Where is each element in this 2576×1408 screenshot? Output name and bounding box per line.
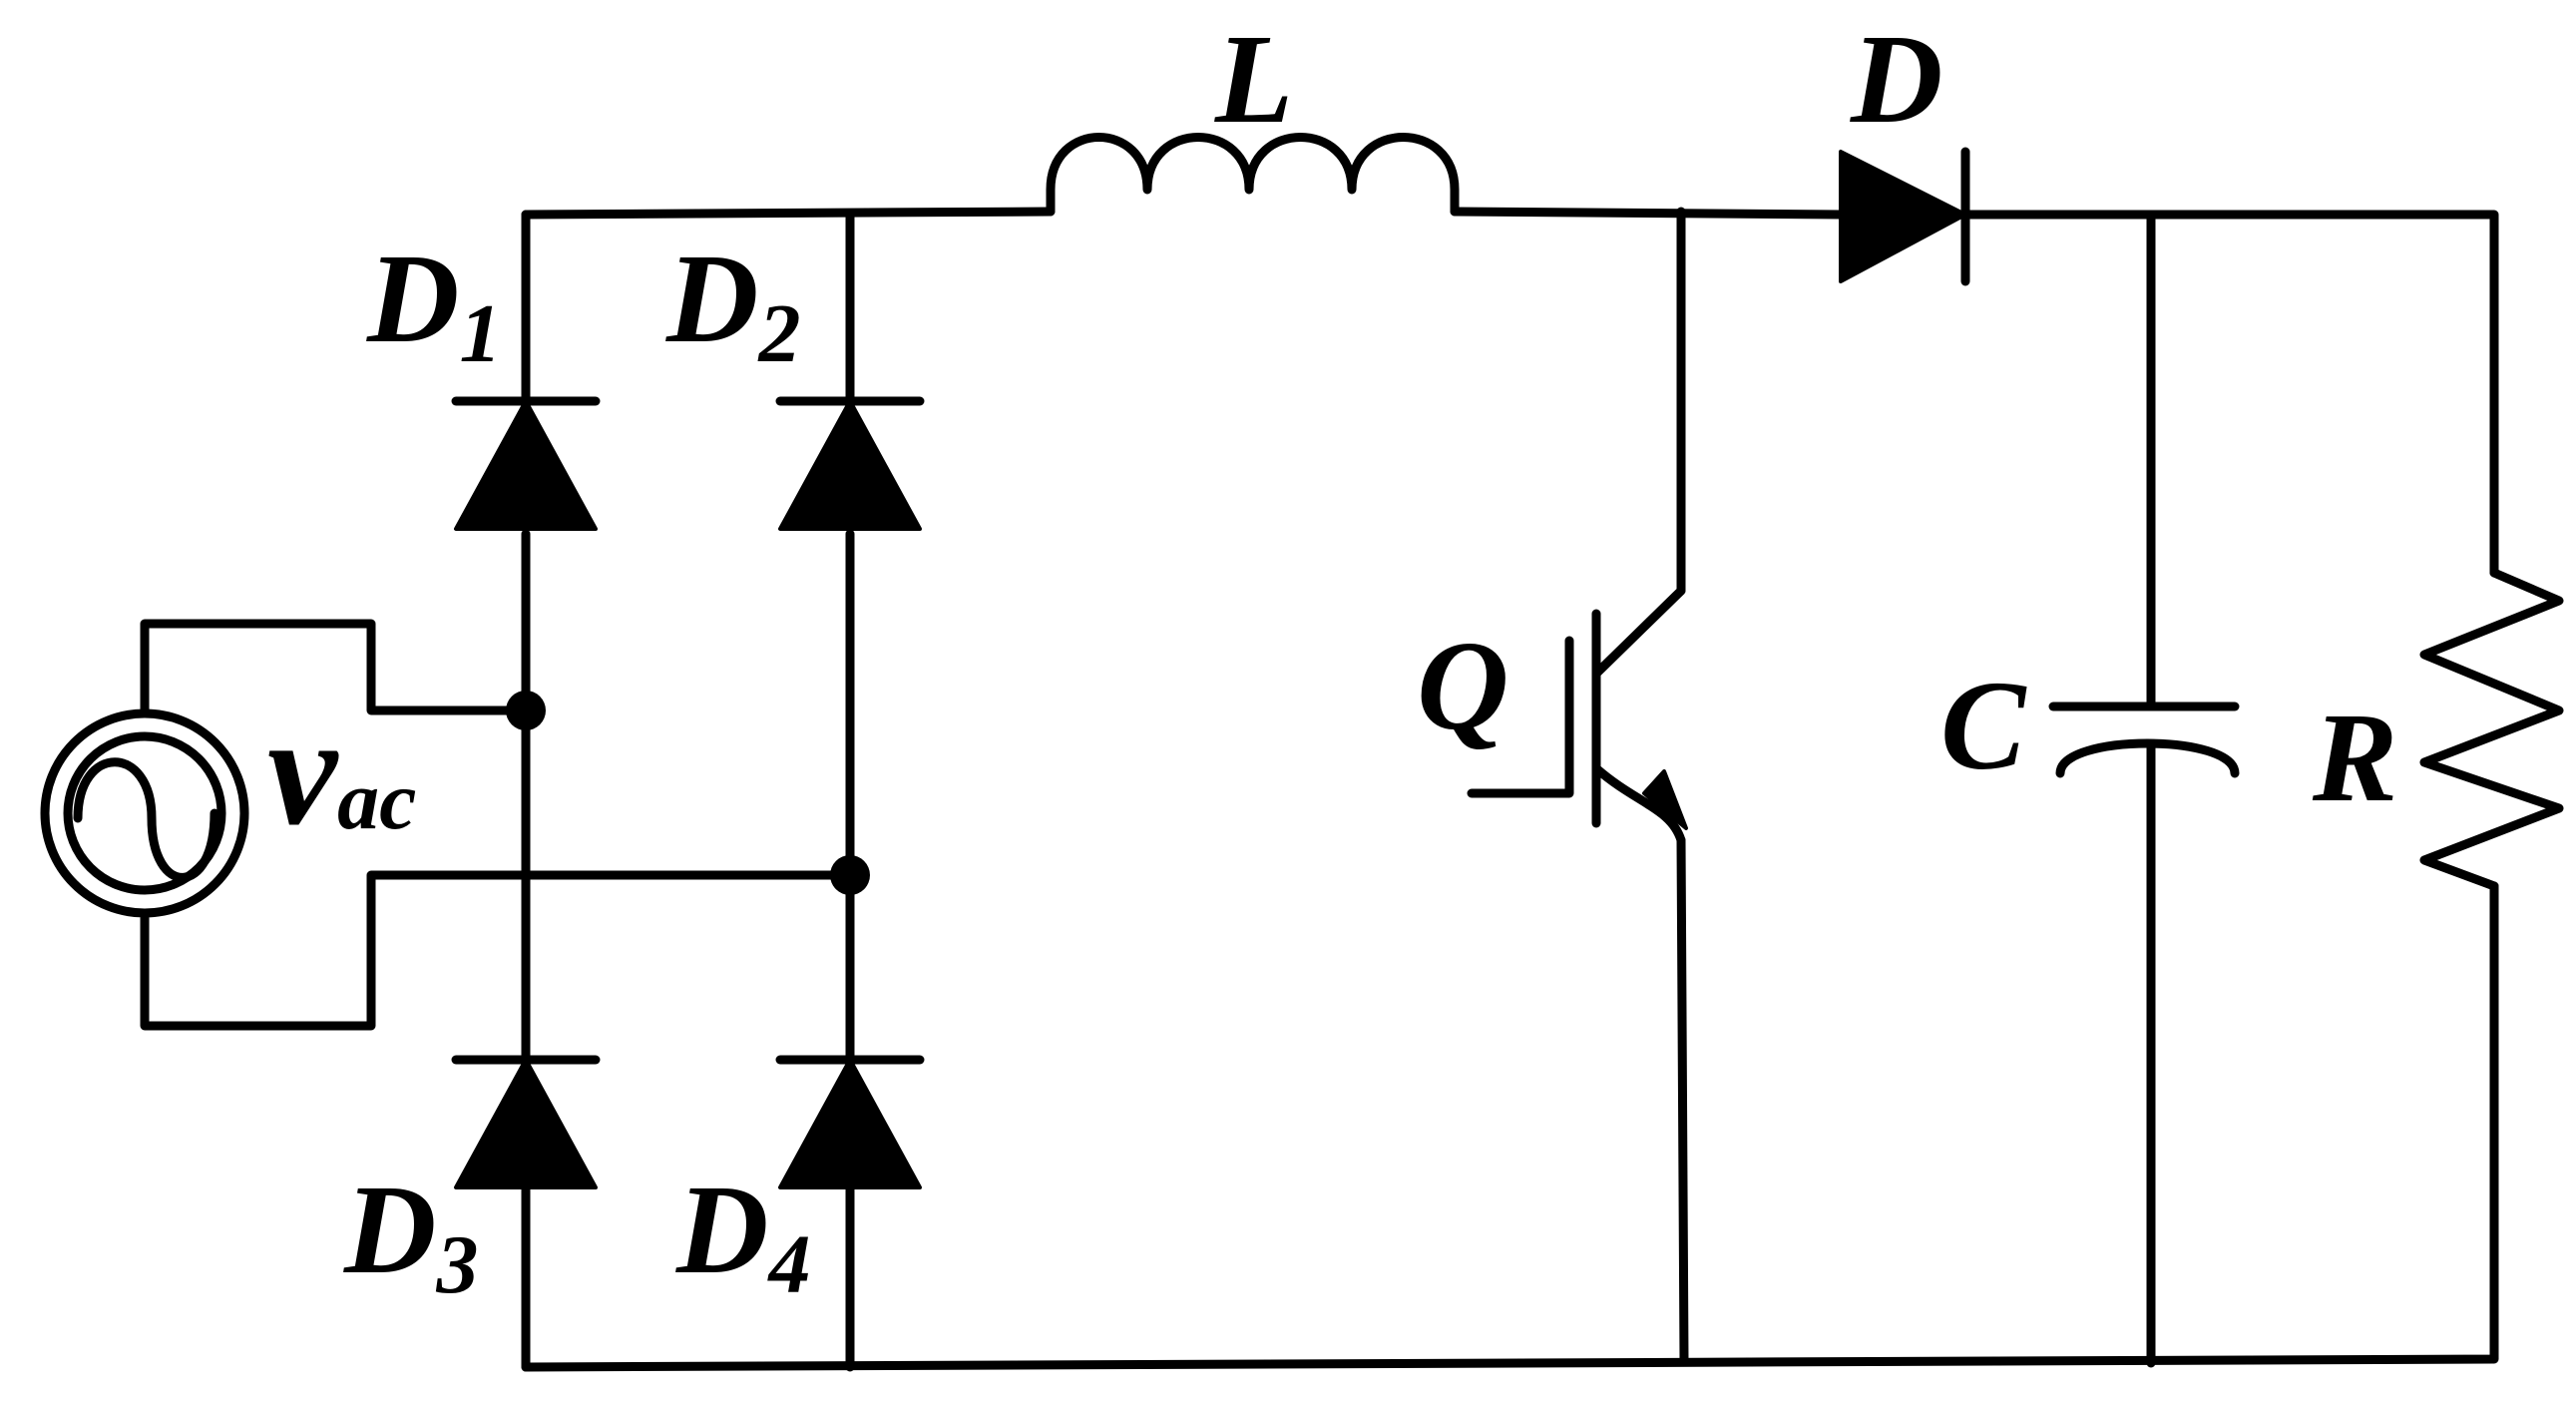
- junction-dot-left: [506, 691, 546, 730]
- label-d4: D4: [675, 1159, 810, 1311]
- wire-top-right: [1960, 210, 2499, 578]
- label-d2: D2: [665, 228, 800, 380]
- diode-boost-d: [1839, 147, 1970, 286]
- inductor-l: [1046, 133, 1460, 217]
- junction-dot-right: [830, 855, 870, 895]
- diode-d2: [775, 396, 925, 531]
- resistor-r: [2419, 568, 2564, 891]
- wires: [140, 207, 2499, 1372]
- label-boost-diode: D: [1850, 8, 1942, 150]
- wire-top-left: [521, 207, 1056, 220]
- wire-top-mid: [1450, 207, 1846, 220]
- wire-source-bottom: [140, 870, 855, 1031]
- diode-d3: [451, 1055, 601, 1189]
- ac-source-symbol: [40, 708, 249, 918]
- label-source: vac: [267, 684, 416, 858]
- junction-dots: [506, 691, 870, 895]
- label-switch: Q: [1417, 615, 1508, 756]
- label-capacitor: C: [1940, 655, 2027, 796]
- label-d3: D3: [343, 1159, 478, 1311]
- switch-q: [1467, 586, 1688, 845]
- wire-bottom-rail: [521, 881, 2499, 1372]
- diode-d1: [451, 396, 601, 531]
- diode-d4: [775, 1055, 925, 1189]
- label-resistor: R: [2312, 687, 2397, 828]
- wire-source-top: [140, 619, 531, 718]
- label-d1: D1: [366, 228, 501, 380]
- label-inductor: L: [1214, 8, 1293, 150]
- capacitor-c: [2048, 702, 2240, 778]
- wire-switch-bottom: [1676, 835, 1689, 1366]
